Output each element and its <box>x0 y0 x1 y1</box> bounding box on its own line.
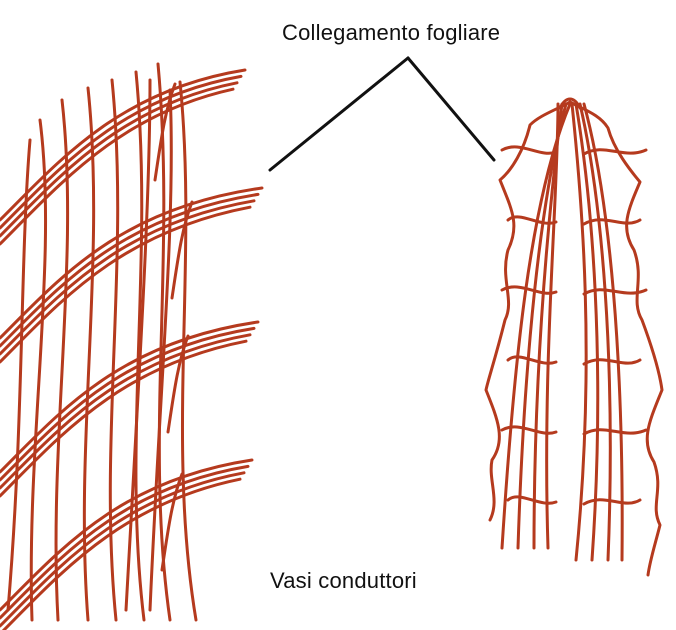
vertical-vessel <box>110 80 117 620</box>
vertical-vessel <box>572 104 586 560</box>
spiral-leaf-trace <box>0 479 240 630</box>
spiral-leaf-trace <box>0 473 244 626</box>
leaf-connection-label: Collegamento fogliare <box>282 20 500 46</box>
node-ridge <box>584 500 640 504</box>
leader-line-left <box>270 58 408 170</box>
node-ridge <box>508 497 556 503</box>
node-ridge <box>584 360 640 364</box>
leader-lines <box>270 58 494 170</box>
node-ridge <box>502 287 556 293</box>
conducting-vessels-label: Vasi conduttori <box>270 568 417 594</box>
vertical-vessel <box>584 104 622 560</box>
node-ridge <box>502 147 556 153</box>
node-ridge <box>584 430 646 434</box>
left-stem-vessels <box>0 64 262 630</box>
leader-line-right <box>408 58 494 160</box>
right-stem-vessels <box>486 99 662 575</box>
node-ridge <box>584 150 646 154</box>
node-ridge <box>584 220 640 224</box>
